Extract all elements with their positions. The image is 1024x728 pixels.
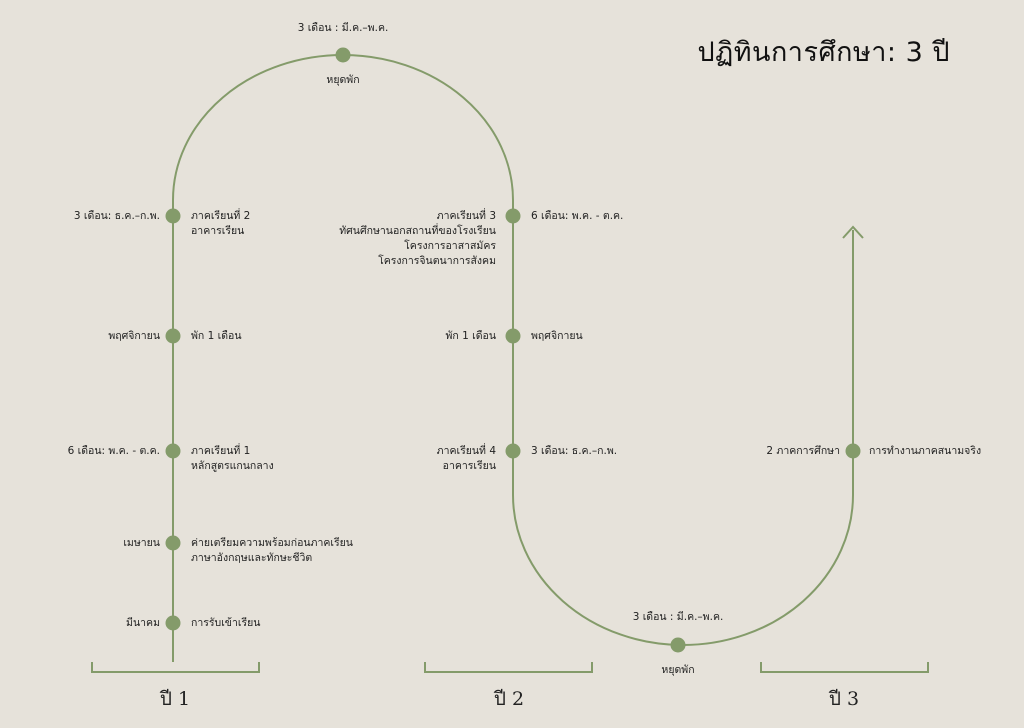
y2-n1-left: ภาคเรียนที่ 3 ทัศนศึกษานอกสถานที่ของโรงเ… [339, 210, 496, 267]
arrow-head [842, 225, 864, 239]
node-y2-term3 [505, 208, 521, 224]
y3-n1-left: 2 ภาคการศึกษา [766, 445, 840, 457]
node-y3-fieldwork [845, 443, 861, 459]
year-3-label: ปี 3 [828, 688, 860, 710]
y2-n1-right: 6 เดือน: พ.ค. - ต.ค. [531, 210, 624, 222]
y1-n4-left: พฤศจิกายน [108, 330, 160, 342]
year-1-label: ปี 1 [159, 688, 191, 710]
node-y1-term2 [165, 208, 181, 224]
node-y2-break [505, 328, 521, 344]
bottom-break-period: 3 เดือน : มี.ค.–พ.ค. [632, 611, 724, 623]
bracket-year-3 [760, 662, 929, 673]
timeline-path [172, 54, 854, 662]
node-y2-term4 [505, 443, 521, 459]
y1-n5-right: ภาคเรียนที่ 2 อาคารเรียน [191, 210, 251, 237]
bracket-year-1 [91, 662, 260, 673]
y1-n1-right: การรับเข้าเรียน [191, 617, 261, 629]
top-break-period: 3 เดือน : มี.ค.–พ.ค. [297, 22, 389, 34]
y2-n3-left: ภาคเรียนที่ 4 อาคารเรียน [436, 445, 496, 472]
bracket-year-2 [424, 662, 593, 673]
year-2-label: ปี 2 [493, 688, 525, 710]
node-y1-term1 [165, 443, 181, 459]
node-top-break [335, 47, 351, 63]
node-y1-admission [165, 615, 181, 631]
y1-n1-left: มีนาคม [126, 617, 160, 629]
y1-n4-right: พัก 1 เดือน [191, 330, 242, 342]
y2-n2-left: พัก 1 เดือน [445, 330, 496, 342]
y1-n5-left: 3 เดือน: ธ.ค.–ก.พ. [73, 210, 160, 222]
y2-n2-right: พฤศจิกายน [531, 330, 583, 342]
node-y1-camp [165, 535, 181, 551]
y1-n2-right: ค่ายเตรียมความพร้อมก่อนภาคเรียน ภาษาอังก… [191, 537, 353, 564]
top-break-label: หยุดพัก [326, 74, 360, 86]
y1-n2-left: เมษายน [123, 537, 160, 549]
bottom-break-label: หยุดพัก [661, 664, 695, 676]
y2-n3-right: 3 เดือน: ธ.ค.–ก.พ. [531, 445, 618, 457]
page-title: ปฏิทินการศึกษา: 3 ปี [697, 37, 950, 68]
y3-n1-right: การทำงานภาคสนามจริง [869, 445, 982, 457]
node-bottom-break [670, 637, 686, 653]
y1-n3-right: ภาคเรียนที่ 1 หลักสูตรแกนกลาง [191, 445, 274, 472]
node-y1-break [165, 328, 181, 344]
y1-n3-left: 6 เดือน: พ.ค. - ต.ค. [67, 445, 160, 457]
